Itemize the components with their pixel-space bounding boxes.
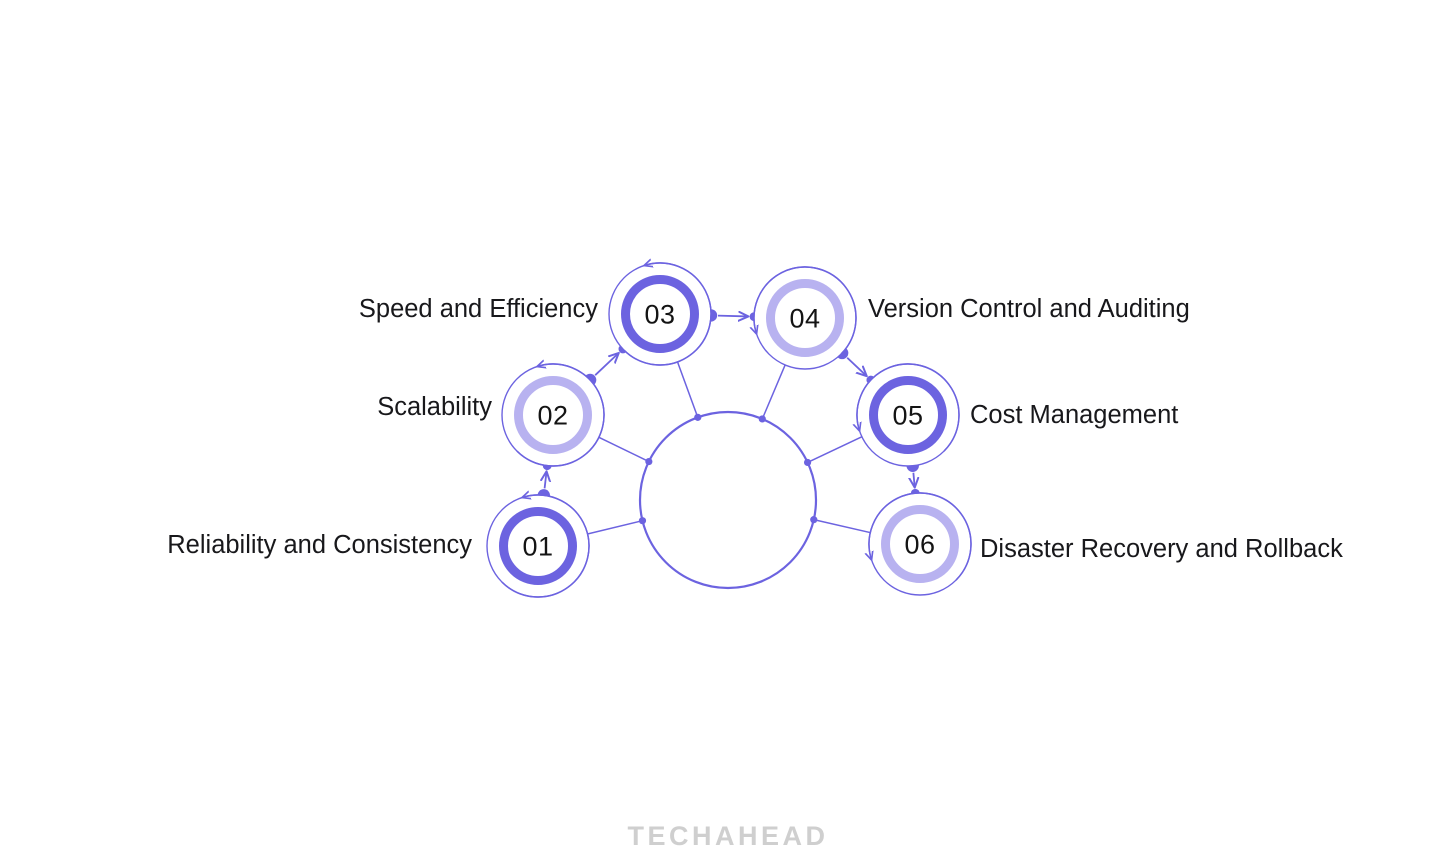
node-orbit-arc-arrow [623, 263, 712, 366]
node-orbit-arc-arrow [869, 492, 972, 581]
process-node-06[interactable]: 06 [869, 492, 972, 596]
node-inner-ring [881, 505, 959, 583]
node-number: 04 [789, 304, 820, 334]
node-label-03: Speed and Efficiency [359, 295, 598, 323]
node-orbit-arc-arrow [857, 363, 960, 452]
node-label-01: Reliability and Consistency [167, 531, 472, 559]
node-inner-ring [499, 507, 577, 585]
hub-circle-group [638, 410, 818, 590]
node-number: 05 [892, 401, 923, 431]
node-label-02: Scalability [377, 393, 492, 421]
process-node-01[interactable]: 01 [486, 495, 590, 598]
node-number: 06 [904, 530, 935, 560]
node-number: 01 [522, 532, 553, 562]
process-node-02[interactable]: 02 [501, 364, 605, 467]
process-node-05[interactable]: 05 [857, 363, 960, 467]
hub-circle [638, 410, 818, 590]
node-inner-ring [621, 275, 699, 353]
node-label-05: Cost Management [970, 401, 1178, 429]
node-label-06: Disaster Recovery and Rollback [980, 535, 1343, 563]
node-inner-ring [766, 279, 844, 357]
flow-arrow-03-to-04 [704, 309, 759, 321]
node-orbit-arc-arrow [754, 266, 857, 355]
node-inner-ring [514, 376, 592, 454]
node-number: 03 [644, 300, 675, 330]
node-orbit-arc-arrow [516, 364, 605, 467]
nodes-group: 01 02 03 04 05 06 [486, 263, 972, 598]
node-orbit-arc-arrow [501, 495, 590, 598]
node-inner-ring [869, 376, 947, 454]
process-node-03[interactable]: 03 [608, 263, 712, 366]
node-label-04: Version Control and Auditing [868, 295, 1190, 323]
techahead-watermark: TECHAHEAD [627, 821, 828, 851]
node-labels-group: Reliability and Consistency Scalability Sp… [167, 295, 1343, 563]
node-number: 02 [537, 401, 568, 431]
hub-spokes-group [578, 352, 880, 540]
process-node-04[interactable]: 04 [754, 266, 857, 370]
